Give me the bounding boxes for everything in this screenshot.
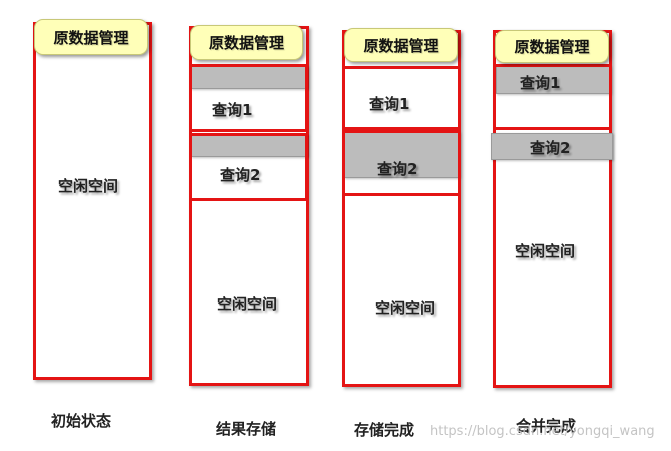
query2-label: 查询2	[377, 160, 418, 178]
query1-label: 查询1	[212, 101, 253, 119]
free-space-label: 空闲空间	[58, 177, 119, 195]
query1-region	[189, 64, 308, 132]
caption-merge-complete: 合并完成	[516, 417, 577, 435]
column-store-complete	[342, 30, 461, 387]
caption-store-complete: 存储完成	[354, 421, 415, 439]
free-space-label: 空闲空间	[515, 242, 576, 260]
metadata-tag: 原数据管理	[495, 30, 609, 63]
caption-initial: 初始状态	[51, 412, 112, 430]
free-space-label: 空闲空间	[375, 299, 436, 317]
query1-label: 查询1	[520, 74, 561, 92]
query2-region	[342, 130, 461, 196]
metadata-tag: 原数据管理	[344, 28, 458, 62]
metadata-tag: 原数据管理	[34, 19, 148, 55]
query2-label: 查询2	[530, 139, 571, 157]
column-initial	[33, 22, 152, 380]
caption-result-store: 结果存储	[216, 420, 277, 438]
query2-block	[491, 133, 613, 160]
query2-label: 查询2	[220, 166, 261, 184]
query1-region	[342, 66, 461, 130]
free-space-label: 空闲空间	[217, 295, 278, 313]
watermark-text: https://blog.csdn.net/yongqi_wang	[430, 424, 655, 439]
query2-region	[189, 133, 308, 201]
metadata-tag: 原数据管理	[190, 25, 303, 60]
query1-region	[493, 64, 612, 130]
query1-label: 查询1	[369, 95, 410, 113]
